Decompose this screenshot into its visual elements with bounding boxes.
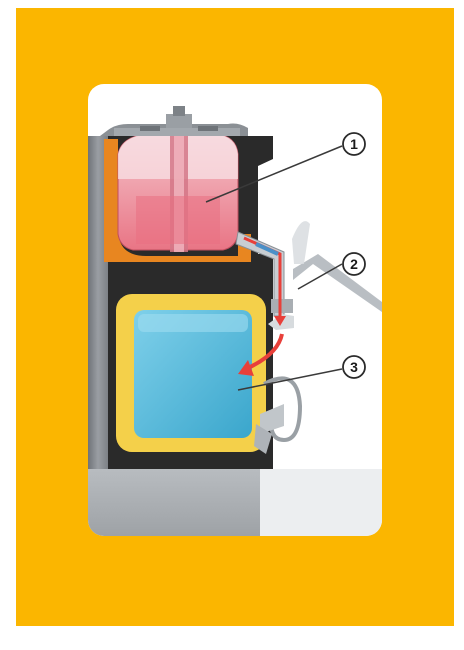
callout-2: 2 [343, 253, 365, 275]
reservoir-lid [100, 106, 248, 136]
cutaway-diagram: 1 2 3 [88, 84, 382, 536]
base-block-right [260, 469, 382, 536]
callout-3-label: 3 [350, 359, 358, 375]
callout-1-label: 1 [350, 136, 358, 152]
callout-1: 1 [343, 133, 365, 155]
callout-2-label: 2 [350, 256, 358, 272]
reservoir [118, 124, 238, 252]
diagram-card: 1 2 3 [88, 84, 382, 536]
callout-3: 3 [343, 356, 365, 378]
base-block [88, 469, 260, 536]
